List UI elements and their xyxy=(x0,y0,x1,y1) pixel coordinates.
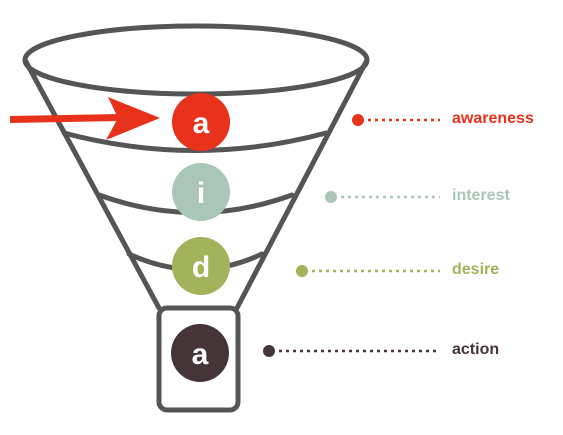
stage-circle-awareness xyxy=(172,93,230,151)
stage-action: a action xyxy=(171,324,499,382)
connector-dot-awareness xyxy=(352,114,364,126)
stage-interest: i interest xyxy=(172,163,510,221)
arrow-shaft xyxy=(10,114,120,123)
connector-dot-action xyxy=(263,345,275,357)
funnel-left-side xyxy=(22,57,162,311)
stage-label-action: action xyxy=(452,341,499,358)
stage-label-awareness: awareness xyxy=(452,110,534,127)
funnel-right-side xyxy=(234,57,370,311)
stage-circle-interest xyxy=(172,163,230,221)
pointer-arrow xyxy=(10,97,160,140)
stage-label-interest: interest xyxy=(452,187,510,204)
stage-desire: d desire xyxy=(172,237,499,295)
stage-circle-action xyxy=(171,324,229,382)
connector-dot-desire xyxy=(296,265,308,277)
stage-label-desire: desire xyxy=(452,261,499,278)
arrow-head xyxy=(106,97,160,140)
stage-letter-action: a xyxy=(192,338,209,371)
stage-circle-desire xyxy=(172,237,230,295)
stage-letter-desire: d xyxy=(192,251,210,284)
stage-awareness: a awareness xyxy=(172,93,534,151)
funnel-rim xyxy=(22,23,370,97)
stage-letter-interest: i xyxy=(197,177,205,210)
funnel-spout xyxy=(156,305,241,413)
stage-letter-awareness: a xyxy=(193,107,210,140)
connector-dot-interest xyxy=(325,191,337,203)
